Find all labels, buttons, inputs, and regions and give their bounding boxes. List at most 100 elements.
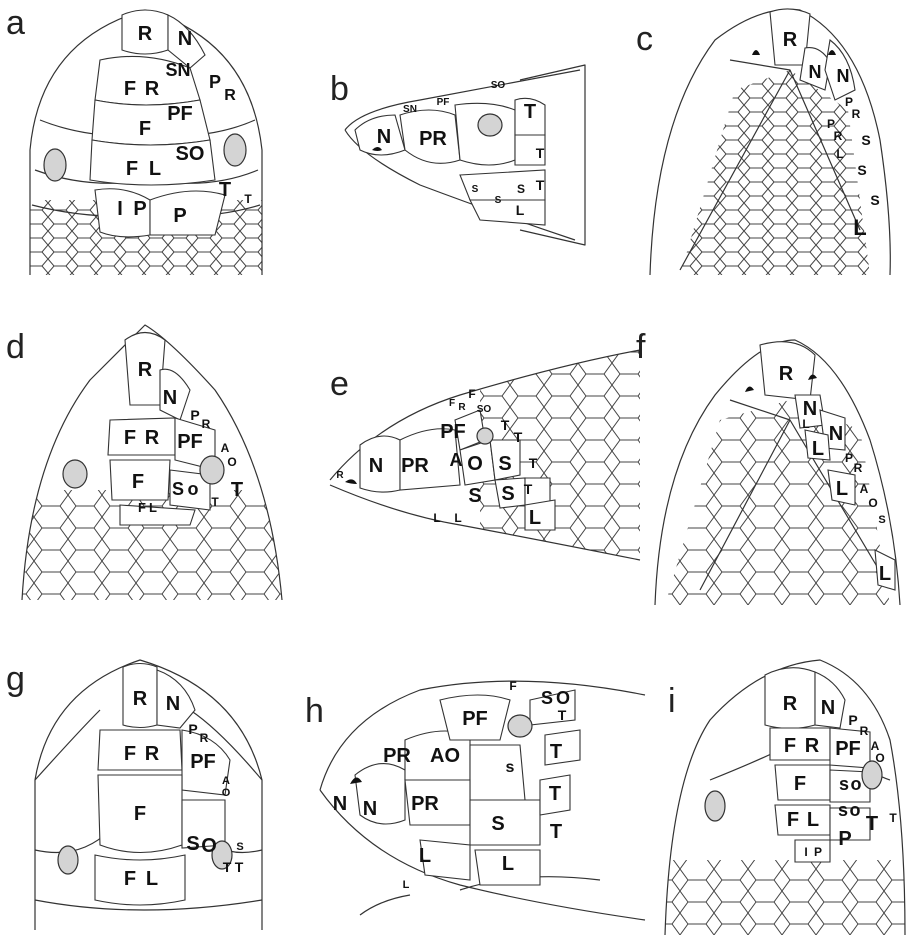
scale-label: T (231, 479, 243, 501)
scale-label: PF (177, 431, 203, 453)
scale-label: T (536, 177, 545, 193)
scale-label: T (244, 192, 252, 206)
scale-label: I (117, 198, 123, 220)
scale-label: L (879, 563, 891, 585)
scale-label: T (550, 741, 562, 763)
body-scales (665, 860, 905, 935)
eye (705, 791, 725, 821)
scale-label: O (868, 496, 877, 510)
scale-label: N (377, 126, 391, 148)
scale-label: R (145, 743, 160, 765)
scale-label: T (223, 859, 232, 875)
panel-d: d R N P R F R PF A O F S o T T F L (6, 325, 282, 605)
scale-label: L (433, 511, 440, 525)
scale-label: SO (491, 80, 506, 91)
scale-label: R (805, 735, 820, 757)
scale-label: P (848, 712, 857, 728)
scale-label: PR (419, 128, 447, 150)
scale-label: R (834, 129, 843, 143)
scale-label: SO (176, 143, 205, 165)
eye (478, 114, 502, 136)
scale-label: N (166, 693, 180, 715)
chin-scales (665, 400, 890, 605)
scale-label: T (549, 783, 561, 805)
scale-label: R (852, 107, 861, 121)
scale-label: L (403, 879, 410, 891)
scale-label: L (836, 147, 843, 161)
panel-letter-b: b (330, 70, 349, 108)
scale-label: P (838, 828, 851, 850)
scale-label: S (501, 483, 514, 505)
nostril (745, 386, 754, 392)
scale-label: R (336, 470, 344, 481)
scale-label: P (190, 407, 199, 423)
scale-label: O (467, 453, 483, 475)
scale-label: S (541, 688, 553, 708)
panel-letter-h: h (305, 692, 324, 730)
scale-label: P (814, 845, 822, 859)
scale-label: S (472, 184, 479, 195)
scale-label: L (516, 202, 525, 218)
scale-label: R (138, 359, 153, 381)
scale-label: F (794, 773, 806, 795)
scale-label: F (449, 398, 455, 409)
panel-f: f R N N L L P R L A O S L (636, 328, 900, 605)
scale-label: R (138, 23, 153, 45)
scale-label: o (188, 479, 199, 499)
scale-label: L (146, 868, 158, 890)
scale-label: F (787, 809, 799, 831)
scale-label: F (124, 427, 136, 449)
panel-letter-d: d (6, 328, 25, 366)
scale-label: PF (835, 738, 861, 760)
scale-label: R (224, 87, 236, 104)
scale-label: S (491, 813, 504, 835)
scale-label: T (524, 101, 536, 123)
scale-label: R (200, 731, 209, 745)
scale-label: R (783, 29, 798, 51)
scale-label: T (558, 707, 567, 723)
scale-label: S (172, 479, 184, 499)
scale-label: S (857, 162, 866, 178)
scale-label: O (222, 787, 231, 799)
scale-label: F (124, 78, 136, 100)
eye (224, 134, 246, 166)
scale-label: N (829, 423, 843, 445)
scale-label: R (145, 78, 160, 100)
scale-label: T (219, 179, 231, 201)
scale-label: PF (462, 708, 488, 730)
eye (63, 460, 87, 488)
scale-label: P (133, 198, 146, 220)
panel-letter-c: c (636, 20, 653, 58)
scale-label: R (860, 724, 869, 738)
scale-label: PR (401, 455, 429, 477)
scale-label: s (838, 800, 848, 820)
eye (44, 149, 66, 181)
scale-label: o (851, 774, 862, 794)
scale-label: PR (411, 793, 439, 815)
scale-label: R (779, 363, 794, 385)
scale-label: L (529, 507, 541, 529)
scale-label: N (363, 798, 377, 820)
scale-label: R (202, 417, 211, 431)
scale-label: A (450, 450, 463, 470)
scale-label: S (186, 833, 199, 855)
panel-letter-g: g (6, 660, 25, 698)
eye (477, 428, 493, 444)
scale-label: T (536, 145, 545, 161)
eye (58, 846, 78, 874)
scale-label: O (201, 835, 217, 857)
scale-label: F (124, 743, 136, 765)
scale-label: S (878, 514, 885, 526)
scale-label: L (853, 215, 866, 240)
scale-label: T (211, 495, 219, 509)
scale-label: R (854, 461, 863, 475)
scale-label: PF (440, 421, 466, 443)
scale-label: S (468, 485, 481, 507)
scale-label: F (139, 118, 151, 140)
eye (200, 456, 224, 484)
scale-label: S (517, 182, 525, 196)
scale-label: L (836, 478, 848, 500)
scale-label: P (209, 72, 221, 92)
scale-label: R (145, 427, 160, 449)
